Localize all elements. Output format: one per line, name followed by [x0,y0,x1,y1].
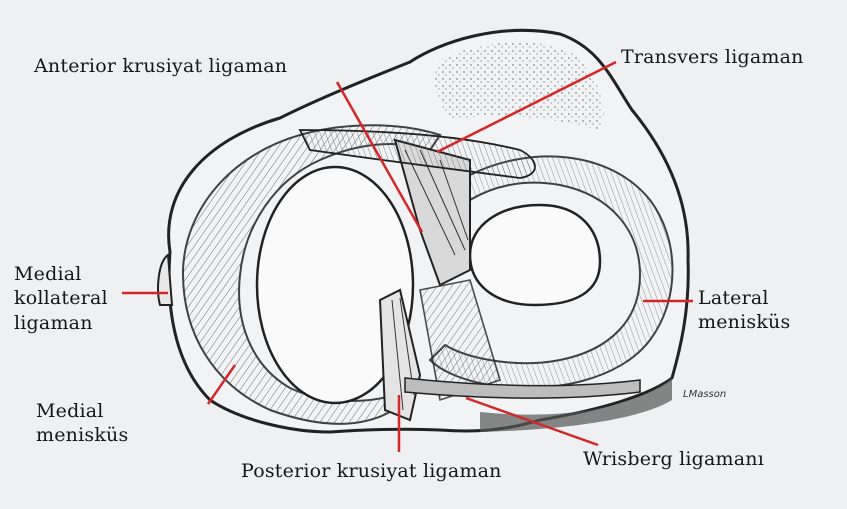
label-medial-meniscus: Medial menisküs [36,399,128,448]
lateral-articular-surface [470,205,600,305]
label-transverse-ligament: Transvers ligaman [621,45,804,69]
label-wrisberg-ligament: Wrisberg ligamanı [583,447,764,471]
label-anterior-cruciate-ligament: Anterior krusiyat ligaman [34,54,287,78]
artist-signature: LMasson [683,389,726,400]
label-medial-collateral-ligament: Medial kollateral ligaman [14,262,108,335]
label-posterior-cruciate-ligament: Posterior krusiyat ligaman [241,459,502,483]
label-lateral-meniscus: Lateral menisküs [698,286,790,335]
